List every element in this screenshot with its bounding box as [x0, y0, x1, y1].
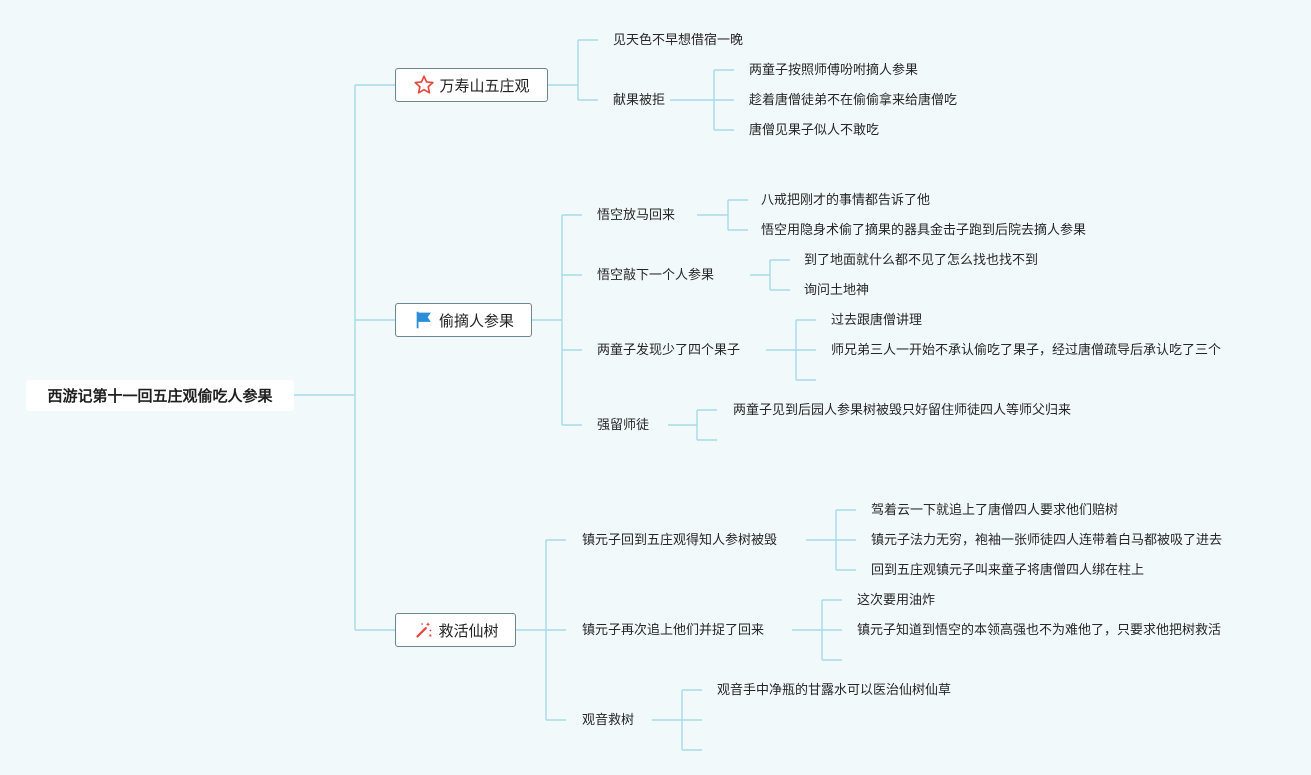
leaf-topic[interactable]: 到了地面就什么都不见了怎么找也找不到 — [804, 253, 1039, 268]
leaf-topic[interactable]: 镇元子法力无穷，袍袖一张师徒四人连带着白马都被吸了进去 — [871, 533, 1223, 548]
subtopic-jieshu[interactable]: 见天色不早想借宿一晚 — [613, 33, 744, 48]
magic-wand-icon — [412, 619, 434, 641]
subtopic-faxian[interactable]: 两童子发现少了四个果子 — [597, 343, 741, 358]
subtopic-guanyin[interactable]: 观音救树 — [582, 713, 635, 728]
branch-topic-wanshoushan[interactable]: 万寿山五庄观 — [395, 68, 548, 102]
subtopic-xianguo[interactable]: 献果被拒 — [613, 93, 666, 108]
connector-line — [792, 599, 842, 661]
connector-line — [532, 214, 582, 426]
leaf-topic[interactable]: 过去跟唐僧讲理 — [831, 313, 923, 328]
leaf-topic[interactable]: 询问土地神 — [804, 283, 870, 298]
leaf-topic[interactable]: 这次要用油炸 — [857, 593, 936, 608]
connector-line — [806, 509, 856, 571]
subtopic-fangma[interactable]: 悟空放马回来 — [597, 208, 676, 223]
connector-line — [516, 539, 566, 721]
leaf-topic[interactable]: 两童子按照师傅吩咐摘人参果 — [749, 63, 919, 78]
connector-line — [652, 689, 702, 751]
flag-icon — [413, 309, 435, 331]
subtopic-qiaoxia[interactable]: 悟空敲下一个人参果 — [597, 268, 715, 283]
connector-line — [294, 84, 395, 631]
connector-line — [766, 319, 816, 381]
branch-topic-label: 偷摘人参果 — [438, 311, 514, 330]
subtopic-zhuohui[interactable]: 镇元子再次追上他们并捉了回来 — [582, 623, 765, 638]
leaf-topic[interactable]: 八戒把刚才的事情都告诉了他 — [761, 193, 931, 208]
star-icon — [413, 74, 435, 96]
leaf-topic[interactable]: 观音手中净瓶的甘露水可以医治仙树仙草 — [717, 683, 952, 698]
connector-line — [697, 199, 748, 231]
connector-line — [670, 69, 734, 131]
branch-topic-touzhai[interactable]: 偷摘人参果 — [395, 303, 532, 337]
branch-topic-jiuhuo[interactable]: 救活仙树 — [395, 613, 516, 647]
leaf-topic[interactable]: 趁着唐僧徒弟不在偷偷拿来给唐僧吃 — [749, 93, 958, 108]
leaf-topic[interactable]: 镇元子知道到悟空的本领高强也不为难他了，只要求他把树救活 — [857, 623, 1222, 638]
connector-line — [668, 409, 717, 441]
connector-line — [750, 259, 790, 291]
leaf-topic[interactable]: 回到五庄观镇元子叫来童子将唐僧四人绑在柱上 — [871, 563, 1145, 578]
connector-line — [548, 39, 598, 101]
leaf-topic[interactable]: 悟空用隐身术偷了摘果的器具金击子跑到后院去摘人参果 — [761, 223, 1087, 238]
leaf-topic[interactable]: 师兄弟三人一开始不承认偷吃了果子，经过唐僧疏导后承认吃了三个 — [831, 343, 1222, 358]
branch-topic-label: 万寿山五庄观 — [439, 76, 530, 95]
subtopic-huidao[interactable]: 镇元子回到五庄观得知人参树被毁 — [582, 533, 778, 548]
subtopic-qiangliu[interactable]: 强留师徒 — [597, 418, 650, 433]
root-topic[interactable]: 西游记第十一回五庄观偷吃人参果 — [26, 380, 294, 411]
leaf-topic[interactable]: 唐僧见果子似人不敢吃 — [749, 123, 880, 138]
leaf-topic[interactable]: 驾着云一下就追上了唐僧四人要求他们赔树 — [871, 503, 1119, 518]
leaf-topic[interactable]: 两童子见到后园人参果树被毁只好留住师徒四人等师父归来 — [733, 403, 1072, 418]
branch-topic-label: 救活仙树 — [438, 621, 499, 640]
